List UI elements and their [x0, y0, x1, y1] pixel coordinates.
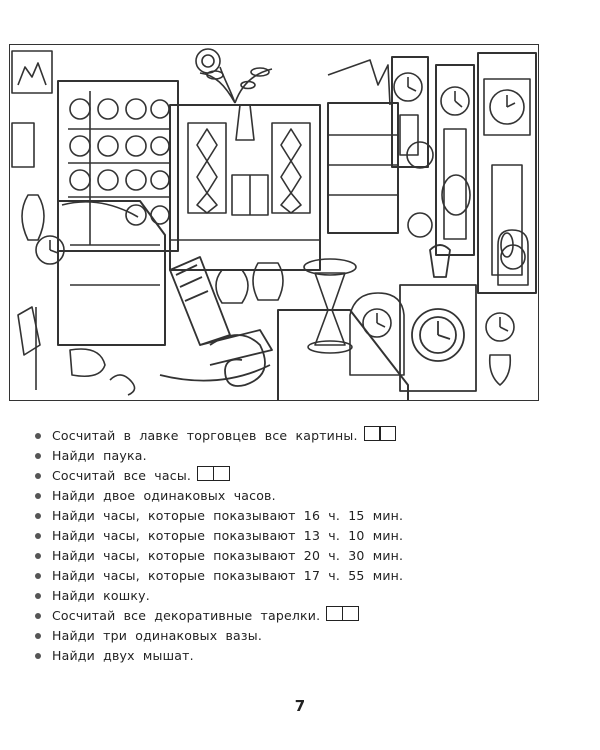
wall-plate [195, 48, 221, 74]
wall-painting [11, 50, 53, 94]
task-text: Найди три одинаковых вазы. [52, 628, 263, 643]
antique-shop-drawing [11, 48, 537, 400]
task-item: Найди три одинаковых вазы. [30, 626, 403, 646]
task-item: Сосчитай в лавке торговцев все картины. [30, 426, 403, 446]
page-number: 7 [294, 697, 306, 715]
task-text: Сосчитай в лавке торговцев все картины. [52, 428, 358, 443]
task-item: Найди часы, которые показывают 16 ч. 15 … [30, 506, 403, 526]
bullet-icon [35, 613, 41, 619]
task-item: Найди часы, которые показывают 13 ч. 10 … [30, 526, 403, 546]
answer-box [363, 426, 381, 441]
plate-cabinet [57, 80, 179, 252]
scroll-roll [69, 348, 106, 378]
decorative-plates [69, 98, 170, 226]
secretary-desk [57, 200, 166, 346]
answer-boxes [197, 466, 230, 481]
bullet-icon [35, 593, 41, 599]
rocking-chair [159, 256, 273, 387]
task-text: Найди паука. [52, 448, 147, 463]
answer-boxes [326, 606, 360, 621]
grandfather-clock-3 [477, 52, 537, 294]
small-clock-right [485, 312, 515, 386]
vase-shelf-1 [215, 269, 249, 304]
bullet-icon [35, 553, 41, 559]
answer-boxes [363, 426, 397, 441]
bullet-icon [35, 633, 41, 639]
vase-shelf-2 [252, 262, 284, 301]
ornate-table-clock [399, 244, 477, 392]
task-text: Найди кошку. [52, 588, 150, 603]
mantel-clock-center [349, 292, 405, 376]
task-item: Найди паука. [30, 446, 403, 466]
vase-center [235, 104, 255, 141]
task-item: Найди двух мышат. [30, 646, 403, 666]
shop-counter [277, 309, 409, 400]
china-cabinet-center [169, 104, 321, 271]
task-item: Сосчитай все часы. [30, 466, 403, 486]
task-item: Сосчитай все декоративные тарелки. [30, 606, 403, 626]
bullet-icon [35, 433, 41, 439]
task-text: Найди часы, которые показывают 20 ч. 30 … [52, 548, 404, 563]
answer-box [197, 466, 215, 481]
bullet-icon [35, 493, 41, 499]
small-clock-left [35, 235, 65, 265]
hourglass [303, 258, 357, 354]
candle-holder [17, 306, 41, 356]
wall-clock-1 [406, 141, 434, 169]
answer-box [212, 466, 230, 481]
grandfather-clock-2 [435, 64, 475, 256]
task-text: Найди часы, которые показывают 16 ч. 15 … [52, 508, 404, 523]
mouse-tail [109, 374, 136, 396]
bullet-icon [35, 513, 41, 519]
bullet-icon [35, 573, 41, 579]
task-text: Найди двух мышат. [52, 648, 194, 663]
mantel-clock-right [497, 229, 529, 286]
vase-left [21, 194, 45, 241]
bullet-icon [35, 653, 41, 659]
answer-box [379, 426, 397, 441]
bullet-icon [35, 453, 41, 459]
antique-shop-illustration [9, 44, 539, 401]
chest-of-drawers [327, 59, 399, 234]
task-item: Найди кошку. [30, 586, 403, 606]
wall-painting-small [11, 122, 35, 168]
grandfather-clock-1 [391, 56, 429, 168]
answer-box [342, 606, 360, 621]
task-text: Найди часы, которые показывают 17 ч. 55 … [52, 568, 404, 583]
answer-box [326, 606, 344, 621]
task-text: Сосчитай все декоративные тарелки. [52, 608, 321, 623]
task-text: Найди часы, которые показывают 13 ч. 10 … [52, 528, 404, 543]
task-text: Найди двое одинаковых часов. [52, 488, 276, 503]
task-item: Найди часы, которые показывают 17 ч. 55 … [30, 566, 403, 586]
wall-clock-3 [407, 212, 433, 238]
bullet-icon [35, 533, 41, 539]
task-item: Найди двое одинаковых часов. [30, 486, 403, 506]
task-text: Сосчитай все часы. [52, 468, 192, 483]
task-item: Найди часы, которые показывают 20 ч. 30 … [30, 546, 403, 566]
bullet-icon [35, 473, 41, 479]
wall-clock-2 [441, 174, 471, 216]
wall-painting-lines [17, 62, 47, 86]
task-list: Сосчитай в лавке торговцев все картины. … [30, 426, 403, 666]
